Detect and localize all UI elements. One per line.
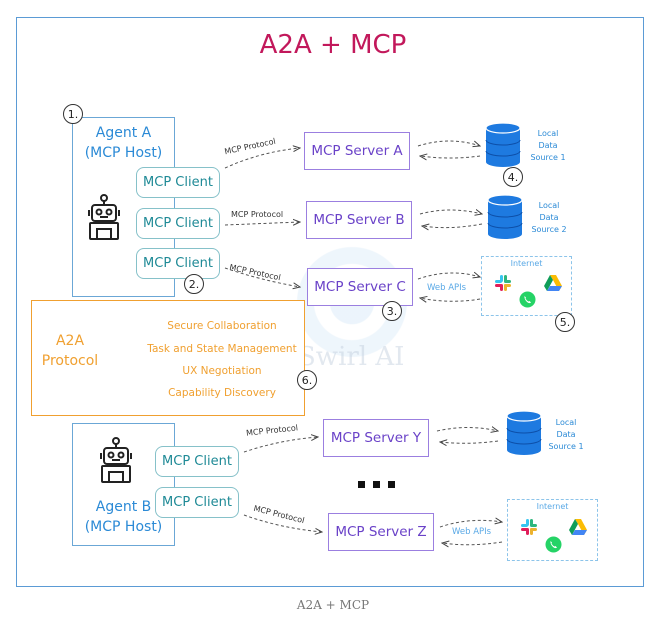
internet-label: Internet	[536, 502, 569, 511]
robot-icon	[100, 437, 132, 483]
protocol-label-2: MCP Protocol	[231, 210, 284, 219]
arrow-serverY-ds3	[436, 428, 498, 432]
web-apis-label-2: Web APIs	[452, 527, 492, 537]
internet-label: Internet	[510, 259, 543, 268]
slack-icon	[521, 519, 537, 535]
mcp-server-b: MCP Server B	[306, 201, 412, 239]
arrow-client1-serverA	[224, 148, 300, 169]
marker-6: 6.	[297, 370, 317, 390]
arrow-client3-serverC	[224, 267, 300, 287]
agent-a-label: Agent A (MCP Host)	[72, 123, 175, 163]
arrow-serverB-ds2	[419, 210, 482, 214]
internet-box-2: Internet	[507, 499, 598, 561]
arrow-serverZ-internet	[439, 520, 502, 528]
agent-b-label: Agent B (MCP Host)	[72, 497, 175, 537]
arrow-serverC-internet	[417, 273, 480, 280]
capability-discovery: Capability Discovery	[168, 387, 276, 399]
marker-4: 4.	[503, 167, 523, 187]
marker-2: 2.	[184, 274, 204, 294]
database-icon	[506, 410, 542, 455]
agent-a-client-2: MCP Client	[136, 208, 220, 239]
diagram-title: A2A + MCP	[259, 30, 407, 60]
capability-secure-collaboration: Secure Collaboration	[167, 320, 277, 332]
arrow-internet-serverC	[420, 298, 481, 301]
a2a-title: A2A Protocol	[41, 333, 99, 369]
robot-icon	[88, 194, 120, 240]
agent-b-role: (MCP Host)	[84, 519, 163, 535]
internet-box-1: Internet	[481, 256, 572, 316]
agent-a-name: Agent A	[95, 125, 152, 141]
arrow-ds1-serverA	[420, 156, 481, 158]
mcp-server-a: MCP Server A	[304, 132, 410, 170]
arrow-internet-serverZ	[442, 542, 503, 545]
arrow-ds3-serverY	[440, 441, 499, 443]
agent-a-client-1: MCP Client	[136, 167, 220, 198]
marker-1: 1.	[63, 104, 83, 124]
arrow-clientB1-serverY	[243, 437, 318, 453]
ellipsis-more-servers	[358, 481, 395, 488]
mcp-server-z: MCP Server Z	[328, 513, 434, 551]
figure-caption: A2A + MCP	[296, 598, 370, 612]
whatsapp-icon	[519, 291, 536, 308]
mcp-server-y: MCP Server Y	[323, 419, 429, 457]
agent-a-role: (MCP Host)	[84, 145, 163, 161]
agent-b-host	[72, 423, 175, 546]
slack-icon	[495, 275, 511, 291]
agent-b-client-2: MCP Client	[155, 487, 239, 518]
whatsapp-icon	[545, 536, 562, 553]
google-drive-icon	[569, 519, 587, 535]
agent-b-name: Agent B	[95, 499, 152, 515]
marker-3: 3.	[382, 301, 402, 321]
arrow-clientB2-serverZ	[243, 514, 322, 532]
arrow-ds2-serverB	[422, 223, 483, 228]
web-apis-label-1: Web APIs	[427, 283, 467, 293]
agent-a-client-3: MCP Client	[136, 248, 220, 279]
arrow-client2-serverB	[224, 222, 300, 225]
google-drive-icon	[544, 275, 562, 291]
capability-task-state-management: Task and State Management	[147, 343, 297, 355]
mcp-server-c: MCP Server C	[307, 268, 413, 306]
database-icon	[487, 194, 523, 239]
marker-5: 5.	[555, 312, 575, 332]
capability-ux-negotiation: UX Negotiation	[182, 365, 262, 377]
agent-b-client-1: MCP Client	[155, 446, 239, 477]
a2a-protocol-box: A2A Protocol	[31, 300, 305, 416]
arrow-serverA-ds1	[417, 140, 480, 146]
database-icon	[485, 122, 521, 167]
watermark-text: Swirl AI	[298, 342, 405, 372]
